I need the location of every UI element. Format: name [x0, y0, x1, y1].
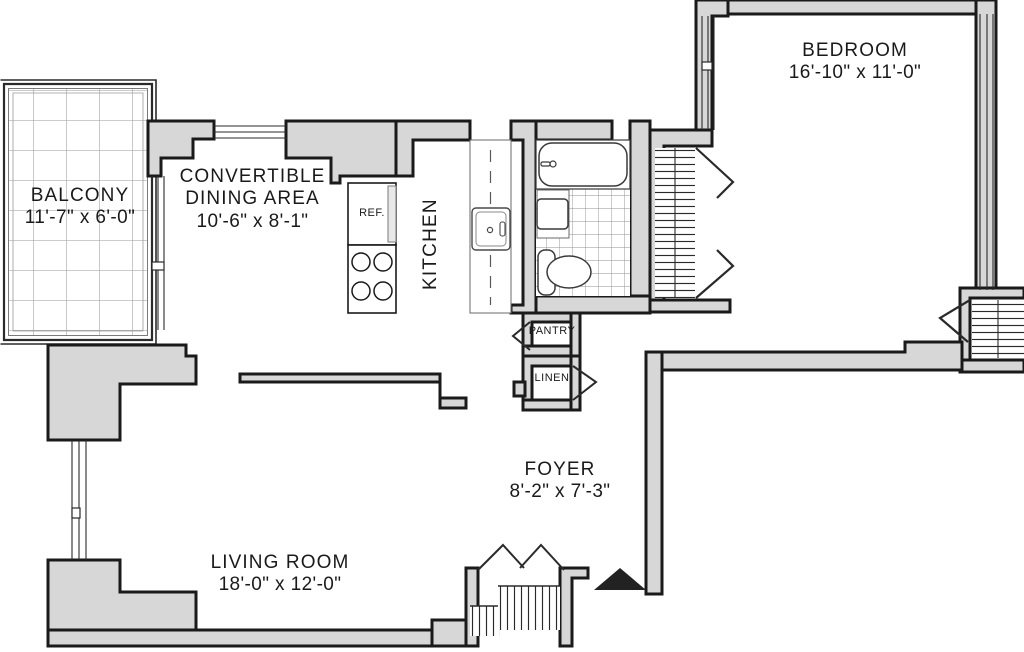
kitchen-fixtures — [347, 139, 512, 314]
closets-and-doors — [511, 147, 1024, 401]
wall-structure — [46, 0, 1024, 648]
windows — [71, 14, 994, 560]
entry-closet-door-swing — [938, 299, 971, 343]
closet-door-swing-lower — [695, 249, 735, 299]
bathroom-fixtures — [535, 139, 631, 296]
sink-icon — [471, 207, 511, 251]
entry-doors — [470, 543, 565, 636]
toilet-icon — [537, 249, 592, 296]
range-icon — [347, 244, 397, 314]
bathtub-icon — [538, 142, 628, 187]
pantry-door-swing — [511, 321, 531, 351]
entry-direction-arrow — [594, 568, 646, 590]
closet-door-swing-upper — [695, 147, 735, 199]
bathroom-sink-icon — [536, 189, 570, 239]
linen-door-swing — [572, 365, 598, 401]
entry-step-hatch — [498, 586, 560, 630]
balcony-area — [0, 79, 157, 345]
entry-step-hatch-lower — [470, 606, 500, 636]
